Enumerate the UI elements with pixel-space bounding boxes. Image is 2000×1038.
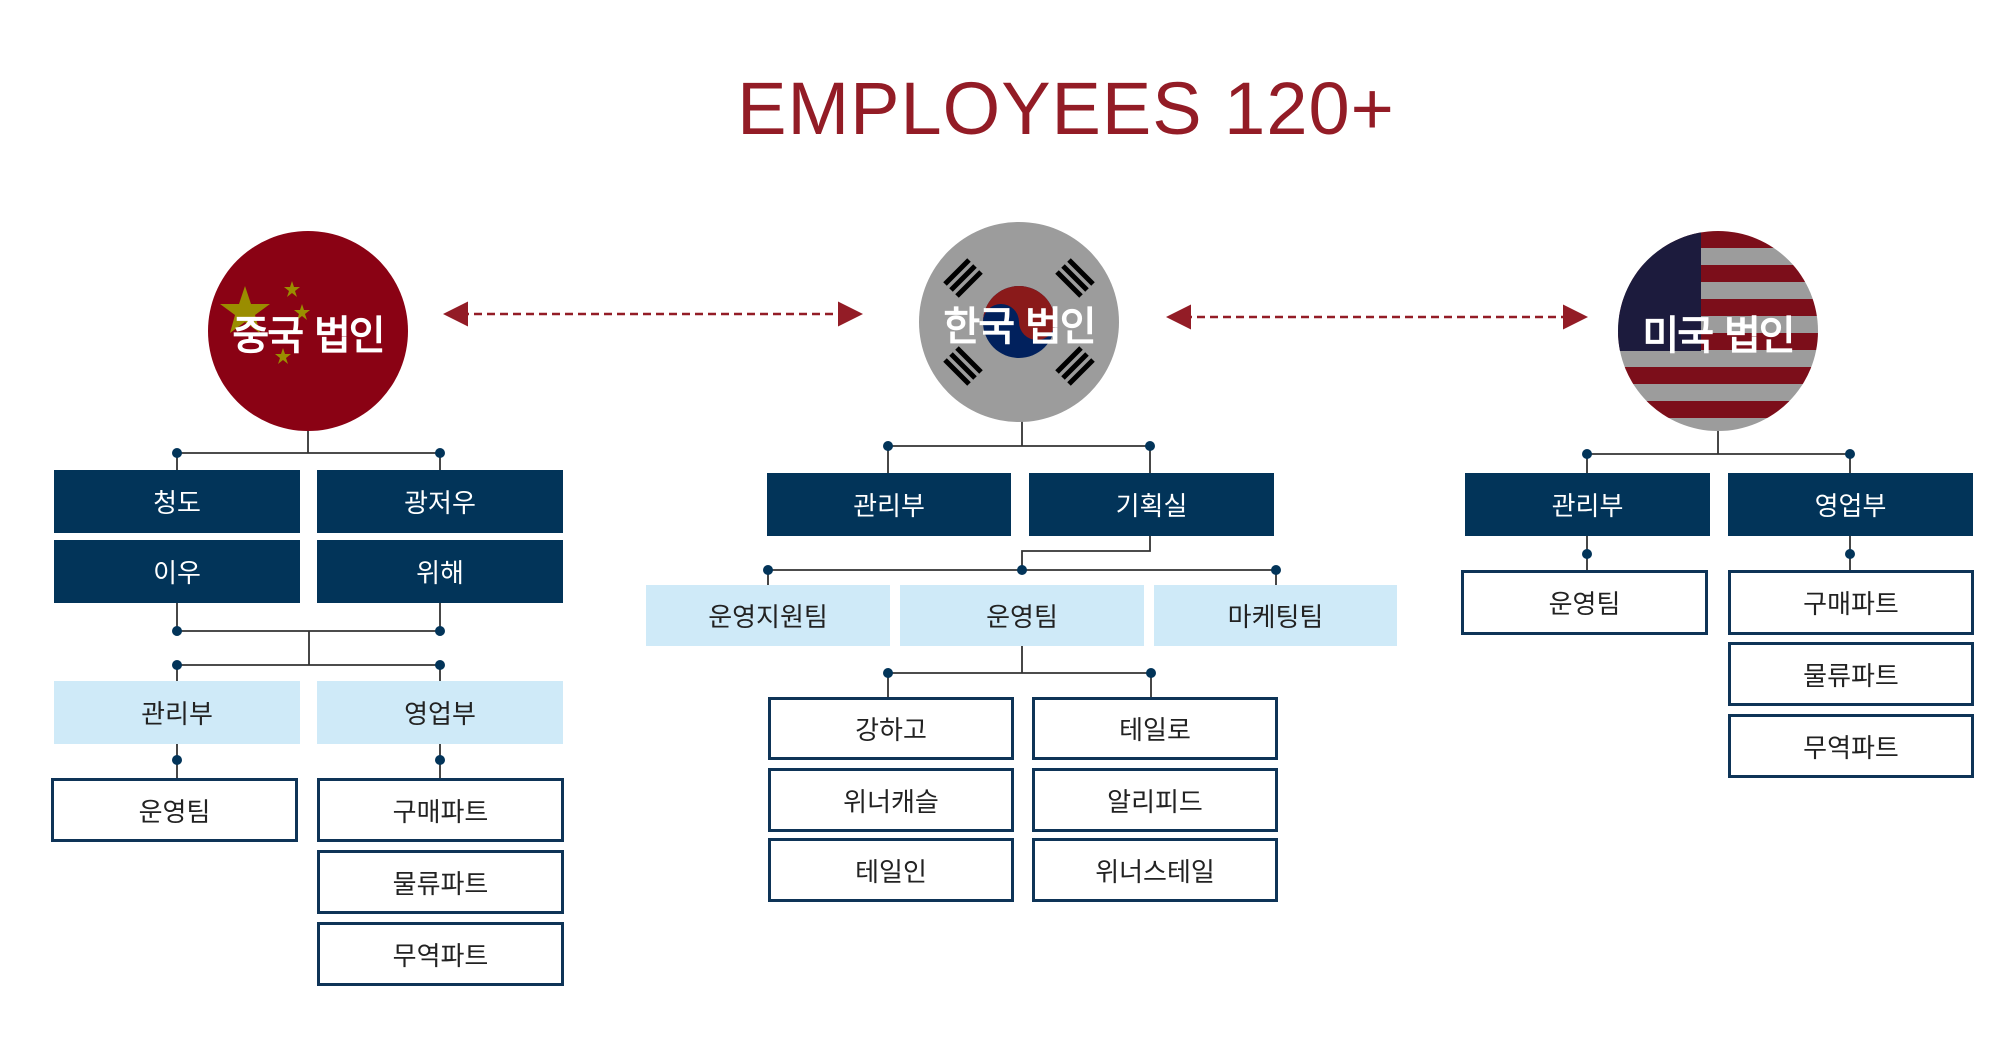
china-branch-yiwu: 이우	[54, 540, 300, 603]
china-branch-guangzhou: 광저우	[317, 470, 563, 533]
korea-team-marketing: 마케팅팀	[1154, 585, 1397, 646]
usa-team-operations: 운영팀	[1461, 570, 1708, 635]
usa-entity-node: 미국 법인	[1618, 231, 1818, 431]
korea-team-operations: 운영팀	[900, 585, 1144, 646]
china-dept-sales: 영업부	[317, 681, 563, 744]
china-team-trade: 무역파트	[317, 922, 564, 986]
korea-brand: 위너스테일	[1032, 838, 1278, 902]
korea-team-ops-support: 운영지원팀	[646, 585, 890, 646]
korea-entity-node: 한국 법인	[919, 222, 1119, 422]
china-flag-icon	[220, 281, 310, 364]
korea-brand: 알리피드	[1032, 768, 1278, 832]
korea-brand: 강하고	[768, 697, 1014, 760]
korea-dept-planning: 기획실	[1029, 473, 1274, 536]
page-title: EMPLOYEES 120+	[737, 67, 1395, 150]
china-branch-weihai: 위해	[317, 540, 563, 603]
usa-team-logistics: 물류파트	[1728, 642, 1974, 706]
korea-entity-label: 한국 법인	[943, 304, 1096, 350]
usa-team-purchasing: 구매파트	[1728, 570, 1974, 635]
usa-entity-label: 미국 법인	[1642, 313, 1795, 359]
korea-brand: 테일로	[1032, 697, 1278, 760]
korea-dept-admin: 관리부	[767, 473, 1011, 536]
usa-team-trade: 무역파트	[1728, 714, 1974, 778]
korea-flag-icon	[943, 258, 1095, 386]
china-entity-node: 중국 법인	[208, 231, 408, 431]
china-team-purchasing: 구매파트	[317, 778, 564, 842]
china-team-logistics: 물류파트	[317, 850, 564, 914]
usa-flag-icon	[1618, 231, 1701, 351]
usa-dept-sales: 영업부	[1728, 473, 1973, 536]
china-branch-qingdao: 청도	[54, 470, 300, 533]
china-dept-admin: 관리부	[54, 681, 300, 744]
usa-dept-admin: 관리부	[1465, 473, 1710, 536]
china-team-operations: 운영팀	[51, 778, 298, 842]
korea-brand: 위너캐슬	[768, 768, 1014, 832]
korea-brand: 테일인	[768, 838, 1014, 902]
china-entity-label: 중국 법인	[232, 313, 385, 359]
